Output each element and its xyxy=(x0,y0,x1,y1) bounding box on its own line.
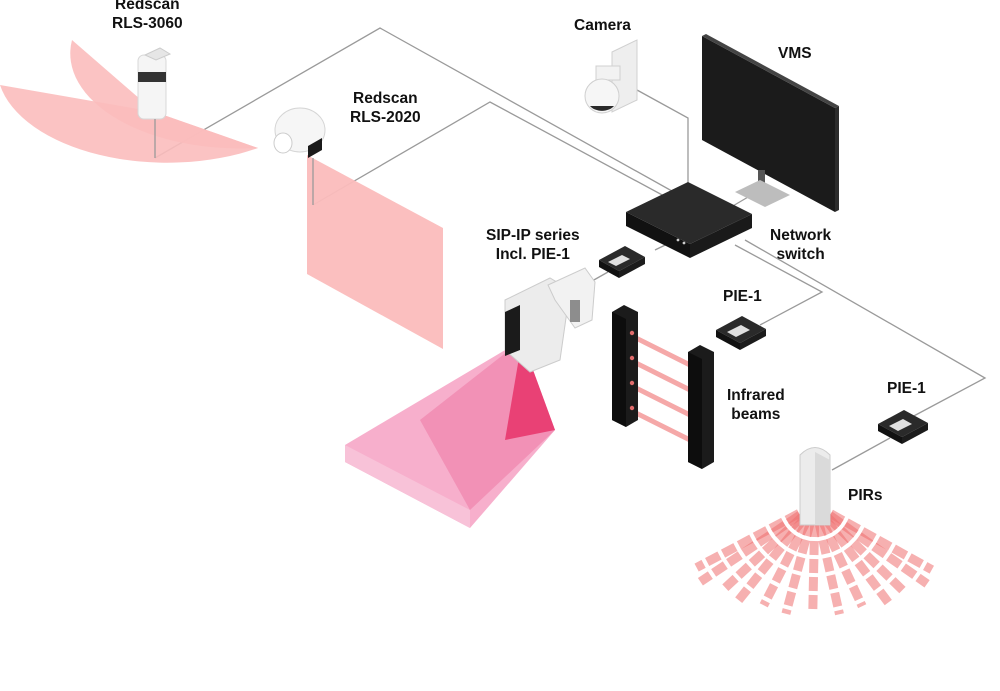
redscan-rls2020 xyxy=(273,107,443,349)
redscan-rls3060 xyxy=(0,40,258,163)
cable-pir xyxy=(831,437,891,471)
pir-detection-rays xyxy=(694,501,935,616)
label-infrared-beams: Infrared beams xyxy=(727,387,785,423)
infrared-beams xyxy=(612,305,714,469)
pir-ray xyxy=(812,501,935,574)
network-switch xyxy=(626,182,752,258)
pie1-module-beams xyxy=(716,316,766,350)
rls3060-sensor xyxy=(137,54,167,120)
cable-pie1-b xyxy=(744,239,987,419)
label-rls3060: Redscan RLS-3060 xyxy=(112,0,183,32)
cable-camera xyxy=(636,89,689,196)
label-vms: VMS xyxy=(778,45,812,62)
label-network-switch: Network switch xyxy=(770,227,832,263)
pie1-module-pirs xyxy=(878,410,928,444)
camera-dome xyxy=(584,78,620,114)
cable-pie1-a xyxy=(734,244,824,326)
label-pirs: PIRs xyxy=(848,487,883,504)
label-rls2020: Redscan RLS-2020 xyxy=(350,90,421,126)
label-sip-ip-series: SIP-IP series Incl. PIE-1 xyxy=(486,227,580,263)
monitor-screen xyxy=(702,36,835,212)
vms-monitor xyxy=(702,34,839,212)
pir-sensors xyxy=(694,447,935,616)
cable-rls2020 xyxy=(312,101,691,211)
rls2020-detection-zone xyxy=(307,155,443,349)
ptz-camera xyxy=(584,39,638,114)
label-camera: Camera xyxy=(574,17,631,34)
label-pie1-beams: PIE-1 xyxy=(723,288,762,305)
cable-rls3060 xyxy=(154,27,689,201)
pie1-module-sip xyxy=(599,246,645,278)
sip-ip-sensor xyxy=(345,267,596,528)
label-pie1-pirs: PIE-1 xyxy=(887,380,926,397)
